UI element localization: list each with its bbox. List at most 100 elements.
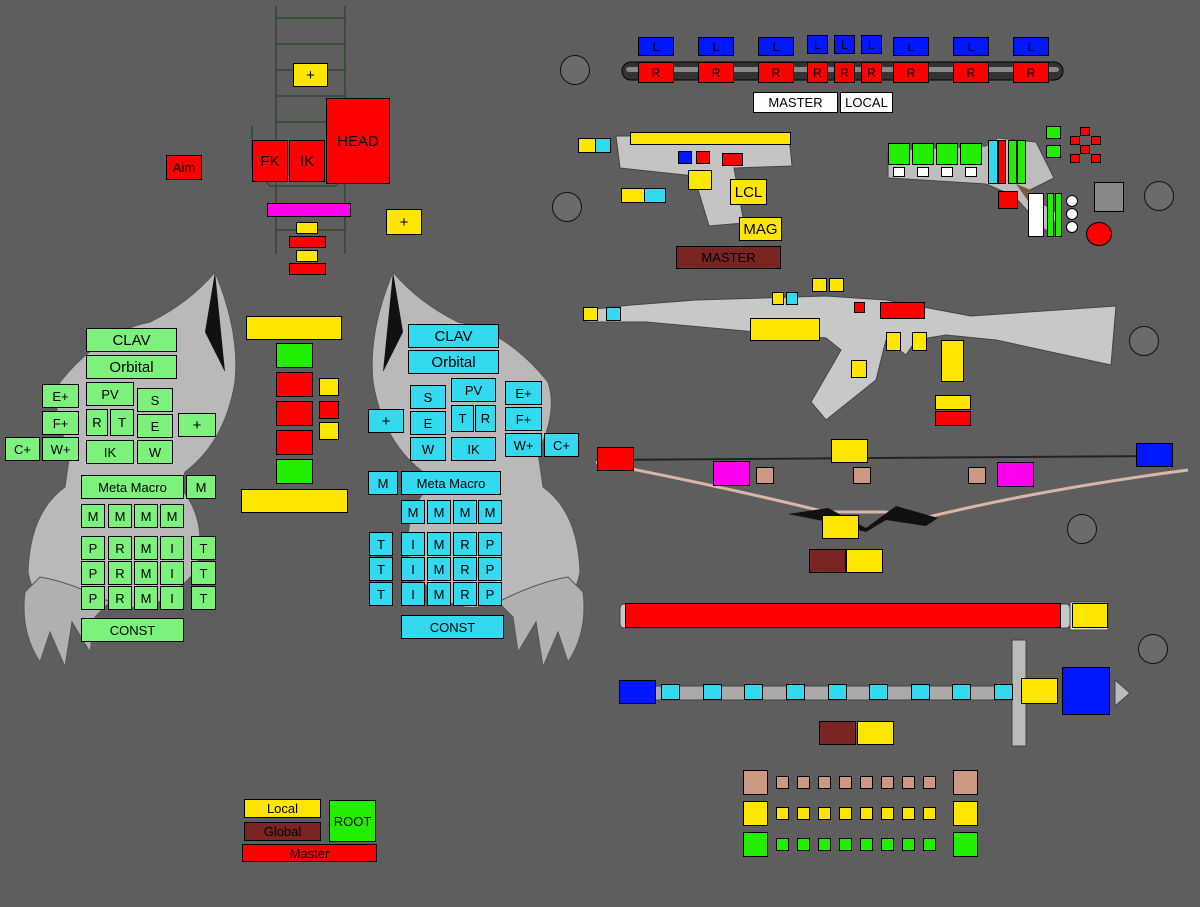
- sword-seg-7[interactable]: [911, 684, 930, 700]
- left-finger-t-2[interactable]: T: [191, 561, 216, 585]
- legend-local[interactable]: Local: [244, 799, 321, 818]
- rifle-stock-lower[interactable]: [935, 411, 971, 426]
- revolver-cylinder-red[interactable]: [998, 140, 1006, 184]
- right-f-plus-button[interactable]: F+: [505, 407, 542, 431]
- right-const-button[interactable]: CONST: [401, 615, 504, 639]
- right-w-plus-button[interactable]: W+: [505, 433, 542, 457]
- right-ik-button[interactable]: IK: [451, 437, 496, 461]
- bar-local-button[interactable]: LOCAL: [840, 92, 893, 113]
- pistol-barrel-local-button[interactable]: [644, 188, 666, 203]
- right-mm-3[interactable]: M: [453, 500, 477, 524]
- right-finger-t-1[interactable]: T: [369, 532, 393, 556]
- bar-l-2[interactable]: L: [698, 37, 734, 56]
- revolver-ejector-2[interactable]: [1055, 193, 1062, 237]
- revolver-dot-6[interactable]: [1091, 154, 1101, 163]
- ik-button[interactable]: IK: [289, 140, 325, 182]
- sword-seg-3[interactable]: [744, 684, 763, 700]
- spine-top-button[interactable]: [276, 343, 313, 368]
- pistol-safety-button[interactable]: [722, 153, 743, 166]
- green-row-dot-8[interactable]: [923, 838, 936, 851]
- bow-master[interactable]: [809, 549, 846, 573]
- revolver-chamber-1[interactable]: [1008, 140, 1017, 184]
- revolver-barrel-3[interactable]: [936, 143, 958, 165]
- pistol-trigger-button[interactable]: [696, 151, 710, 164]
- sword-seg-2[interactable]: [703, 684, 722, 700]
- legend-master[interactable]: Master: [242, 844, 377, 862]
- left-finger-r-2[interactable]: R: [108, 561, 132, 585]
- bar-l-9[interactable]: L: [1013, 37, 1049, 56]
- left-ik-button[interactable]: IK: [86, 440, 134, 464]
- revolver-trigger[interactable]: [998, 191, 1018, 209]
- rifle-top-1[interactable]: [772, 292, 784, 305]
- tan-row-dot-4[interactable]: [839, 776, 852, 789]
- yellow-row-dot-8[interactable]: [923, 807, 936, 820]
- pistol-grip-button[interactable]: [688, 170, 712, 190]
- green-row-dot-2[interactable]: [797, 838, 810, 851]
- left-mm-2[interactable]: M: [108, 504, 132, 528]
- revolver-dot-2[interactable]: [1070, 136, 1080, 145]
- bar-r-8[interactable]: R: [953, 62, 989, 83]
- right-finger-m-2[interactable]: M: [427, 557, 451, 581]
- yellow-row-dot-4[interactable]: [839, 807, 852, 820]
- neck-plus-button[interactable]: +: [386, 209, 422, 235]
- tan-row-dot-2[interactable]: [797, 776, 810, 789]
- spine-1-button[interactable]: [276, 372, 313, 397]
- spine-side-2-button[interactable]: [319, 401, 339, 419]
- right-finger-i-3[interactable]: I: [401, 582, 425, 606]
- revolver-dot-4[interactable]: [1080, 145, 1090, 154]
- revolver-barrel-2[interactable]: [912, 143, 934, 165]
- right-plus-button[interactable]: +: [368, 409, 404, 433]
- bar-r-6[interactable]: R: [861, 62, 882, 83]
- bow-string-center[interactable]: [831, 439, 868, 463]
- left-finger-m-2[interactable]: M: [134, 561, 158, 585]
- revolver-bullet-3[interactable]: [941, 167, 953, 177]
- tan-row-dot-6[interactable]: [881, 776, 894, 789]
- neck-upper-button[interactable]: [296, 222, 318, 234]
- bow-tip-right[interactable]: [1136, 443, 1173, 467]
- left-finger-p-3[interactable]: P: [81, 586, 105, 610]
- pistol-barrel-button[interactable]: [621, 188, 645, 203]
- bow-limb-right[interactable]: [997, 462, 1034, 487]
- tan-row-dot-3[interactable]: [818, 776, 831, 789]
- pistol-master-button[interactable]: MASTER: [676, 246, 781, 269]
- right-mm-1[interactable]: M: [401, 500, 425, 524]
- left-const-button[interactable]: CONST: [81, 618, 184, 642]
- pistol-slide-button[interactable]: [630, 132, 791, 145]
- sword-seg-6[interactable]: [869, 684, 888, 700]
- green-row-dot-5[interactable]: [860, 838, 873, 851]
- left-w-plus-button[interactable]: W+: [42, 437, 79, 461]
- bar-r-4[interactable]: R: [807, 62, 828, 83]
- bar-l-4[interactable]: L: [807, 35, 828, 54]
- yellow-row-dot-3[interactable]: [818, 807, 831, 820]
- green-row-dot-1[interactable]: [776, 838, 789, 851]
- bar-r-5[interactable]: R: [834, 62, 855, 83]
- sword-local[interactable]: [857, 721, 894, 745]
- green-row-right[interactable]: [953, 832, 978, 857]
- revolver-round-2[interactable]: [1066, 208, 1078, 220]
- staff-end[interactable]: [1072, 603, 1108, 628]
- right-w-button[interactable]: W: [410, 437, 446, 461]
- legend-global[interactable]: Global: [244, 822, 321, 841]
- left-clav-button[interactable]: CLAV: [86, 328, 177, 352]
- sword-guard[interactable]: [1021, 678, 1058, 704]
- left-finger-t-3[interactable]: T: [191, 586, 216, 610]
- rifle-toggle-circle[interactable]: [1129, 326, 1159, 356]
- sword-master[interactable]: [819, 721, 856, 745]
- rifle-trigger-2[interactable]: [912, 332, 927, 351]
- green-row-dot-3[interactable]: [818, 838, 831, 851]
- left-t-button[interactable]: T: [110, 409, 134, 436]
- bow-tip-left[interactable]: [597, 447, 634, 471]
- aim-button[interactable]: Aim: [166, 155, 202, 180]
- pistol-mag-button[interactable]: MAG: [739, 217, 782, 241]
- right-finger-t-3[interactable]: T: [369, 582, 393, 606]
- left-finger-i-1[interactable]: I: [160, 536, 184, 560]
- yellow-row-dot-5[interactable]: [860, 807, 873, 820]
- right-finger-m-1[interactable]: M: [427, 532, 451, 556]
- bar-l-3[interactable]: L: [758, 37, 794, 56]
- left-mm-4[interactable]: M: [160, 504, 184, 528]
- right-orbital-button[interactable]: Orbital: [408, 350, 499, 374]
- hip-bar-button[interactable]: [241, 489, 348, 513]
- head-button[interactable]: HEAD: [326, 98, 390, 184]
- spine-3-button[interactable]: [276, 430, 313, 455]
- pistol-hammer-button[interactable]: [678, 151, 692, 164]
